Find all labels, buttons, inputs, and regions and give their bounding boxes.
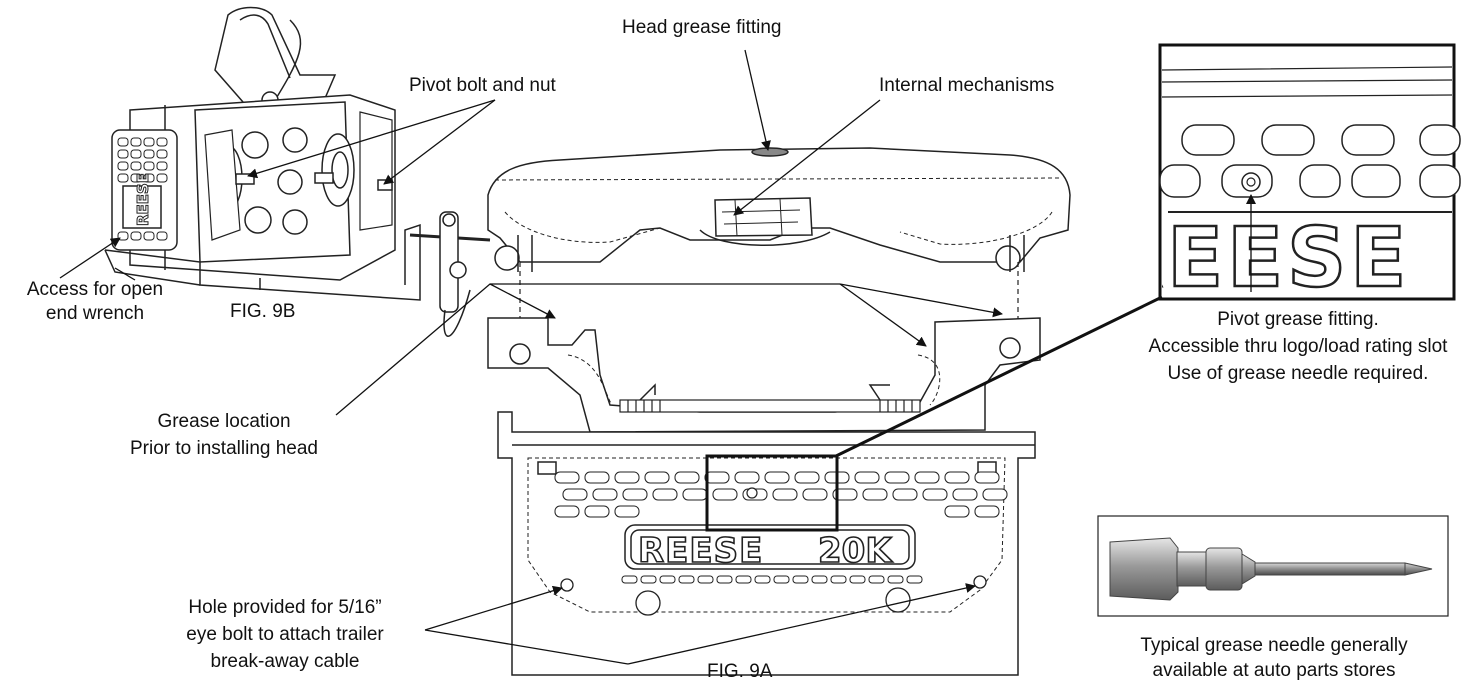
base-slot: [554, 505, 580, 518]
hitch-head: [409, 147, 1071, 337]
base-slot: [734, 471, 760, 484]
base-slot: [854, 471, 880, 484]
needle-line2: available at auto parts stores: [1152, 660, 1396, 681]
grease-location-line2: Prior to installing head: [130, 438, 318, 459]
bottom-slot: [640, 575, 657, 584]
base-slot: [554, 471, 580, 484]
base-slot: [802, 488, 828, 501]
label-pivot-grease-fitting: Pivot grease fitting. Accessible thru lo…: [1118, 308, 1478, 386]
base-slot: [584, 471, 610, 484]
pivot-fitting-line2: Accessible thru logo/load rating slot: [1148, 336, 1448, 357]
base-slot: [794, 471, 820, 484]
base-slot: [862, 488, 888, 501]
eye-bolt-hole-right: [973, 575, 987, 589]
base-slot: [922, 488, 948, 501]
bottom-slot: [716, 575, 733, 584]
label-head-grease-fitting: Head grease fitting: [622, 17, 782, 38]
base-slot: [644, 471, 670, 484]
leader-lines: [59, 49, 1256, 665]
bottom-slot: [811, 575, 828, 584]
base-slot: [704, 471, 730, 484]
base-slot: [772, 488, 798, 501]
base-slot: [712, 488, 738, 501]
bottom-slot: [735, 575, 752, 584]
base-logo-panel: [624, 524, 916, 570]
base-slot: [584, 505, 610, 518]
base-slot: [614, 505, 640, 518]
base-slot: [682, 488, 708, 501]
base-slot-grid: [554, 471, 1008, 518]
hole-line3: break-away cable: [210, 651, 360, 672]
eye-bolt-hole-left: [560, 578, 574, 592]
needle-line1: Typical grease needle generally: [1140, 635, 1408, 656]
access-wrench-line1: Access for open: [26, 279, 164, 300]
pivot-fitting-line3: Use of grease needle required.: [1167, 363, 1429, 384]
grease-needle-photo: [1097, 515, 1449, 617]
base-slot: [562, 488, 588, 501]
label-access-wrench: Access for open end wrench: [4, 278, 186, 326]
bottom-slot: [697, 575, 714, 584]
base-slot: [914, 471, 940, 484]
base-slot: [974, 471, 1000, 484]
bottom-slot: [754, 575, 771, 584]
label-pivot-bolt-nut: Pivot bolt and nut: [409, 75, 556, 96]
label-grease-location: Grease location Prior to installing head: [112, 410, 336, 461]
base-slot: [944, 505, 970, 518]
access-wrench-line2: end wrench: [45, 303, 145, 324]
base-logo-brand: REESE: [638, 531, 763, 571]
base-slot: [652, 488, 678, 501]
fig-9b-drawing: [104, 6, 421, 301]
base-slot: [614, 471, 640, 484]
zoom-detail: [1158, 43, 1461, 301]
base-slot: [892, 488, 918, 501]
bottom-slot: [887, 575, 904, 584]
hole-line1: Hole provided for 5/16”: [188, 597, 382, 618]
base-bottom-slots: [621, 575, 923, 584]
base-slot: [674, 471, 700, 484]
label-internal-mechanisms: Internal mechanisms: [879, 75, 1055, 96]
bottom-slot: [678, 575, 695, 584]
bottom-slot: [849, 575, 866, 584]
base-slot: [952, 488, 978, 501]
base-slot: [982, 488, 1008, 501]
base-logo-rating: 20K: [818, 531, 893, 571]
label-fig-9a: FIG. 9A: [707, 661, 773, 682]
zoom-logo: REESE: [1100, 211, 1410, 306]
base-slot: [764, 471, 790, 484]
base-slot: [944, 471, 970, 484]
pivot-fitting-small: [746, 487, 758, 499]
bottom-slot: [830, 575, 847, 584]
pivot-fitting-line1: Pivot grease fitting.: [1217, 309, 1379, 330]
base-slot: [832, 488, 858, 501]
base-slot: [974, 505, 1000, 518]
bottom-slot: [659, 575, 676, 584]
base-slot: [884, 471, 910, 484]
bottom-slot: [906, 575, 923, 584]
bottom-slot: [792, 575, 809, 584]
zoom-connector-line: [835, 295, 1163, 458]
label-eye-bolt-hole: Hole provided for 5/16” eye bolt to atta…: [140, 596, 430, 674]
bottom-slot: [868, 575, 885, 584]
label-grease-needle: Typical grease needle generally availabl…: [1094, 634, 1454, 683]
base-slot: [592, 488, 618, 501]
grease-location-line1: Grease location: [157, 411, 291, 432]
base-slot: [622, 488, 648, 501]
fig-9b-logo: REESE: [134, 173, 152, 226]
hole-line2: eye bolt to attach trailer: [186, 624, 384, 645]
bottom-slot: [773, 575, 790, 584]
label-fig-9b: FIG. 9B: [230, 301, 296, 322]
bottom-slot: [621, 575, 638, 584]
detail-highlight-box: [705, 454, 839, 532]
